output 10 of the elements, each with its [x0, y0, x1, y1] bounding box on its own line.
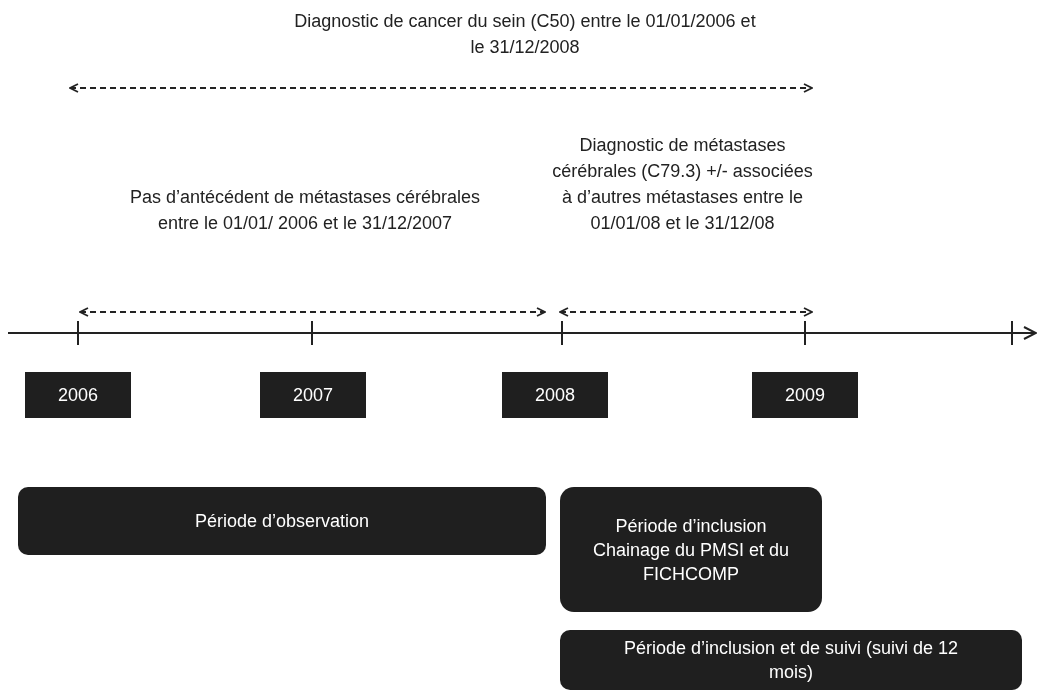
annotation-text: Pas d’antécédent de métastases cérébrales entre le 01/01/ 2006 et le 31/12/2007 — [128, 186, 482, 235]
period-box: Période d’observation — [18, 487, 546, 555]
annotation-text: Diagnostic de métastases cérébrales (C79.3) +/- associées à d’autres métastases entre le 01/01/08 et le 31/12/08 — [551, 134, 814, 235]
year-box: 2006 — [25, 372, 131, 418]
period-box: Période d’inclusion et de suivi (suivi de 12 mois) — [560, 630, 1022, 690]
period-box: Période d’inclusion Chainage du PMSI et du FICHCOMP — [560, 487, 822, 612]
year-box: 2008 — [502, 372, 608, 418]
annotation-text: Diagnostic de cancer du sein (C50) entre le 01/01/2006 et le 31/12/2008 — [293, 10, 757, 59]
year-box: 2007 — [260, 372, 366, 418]
year-box: 2009 — [752, 372, 858, 418]
